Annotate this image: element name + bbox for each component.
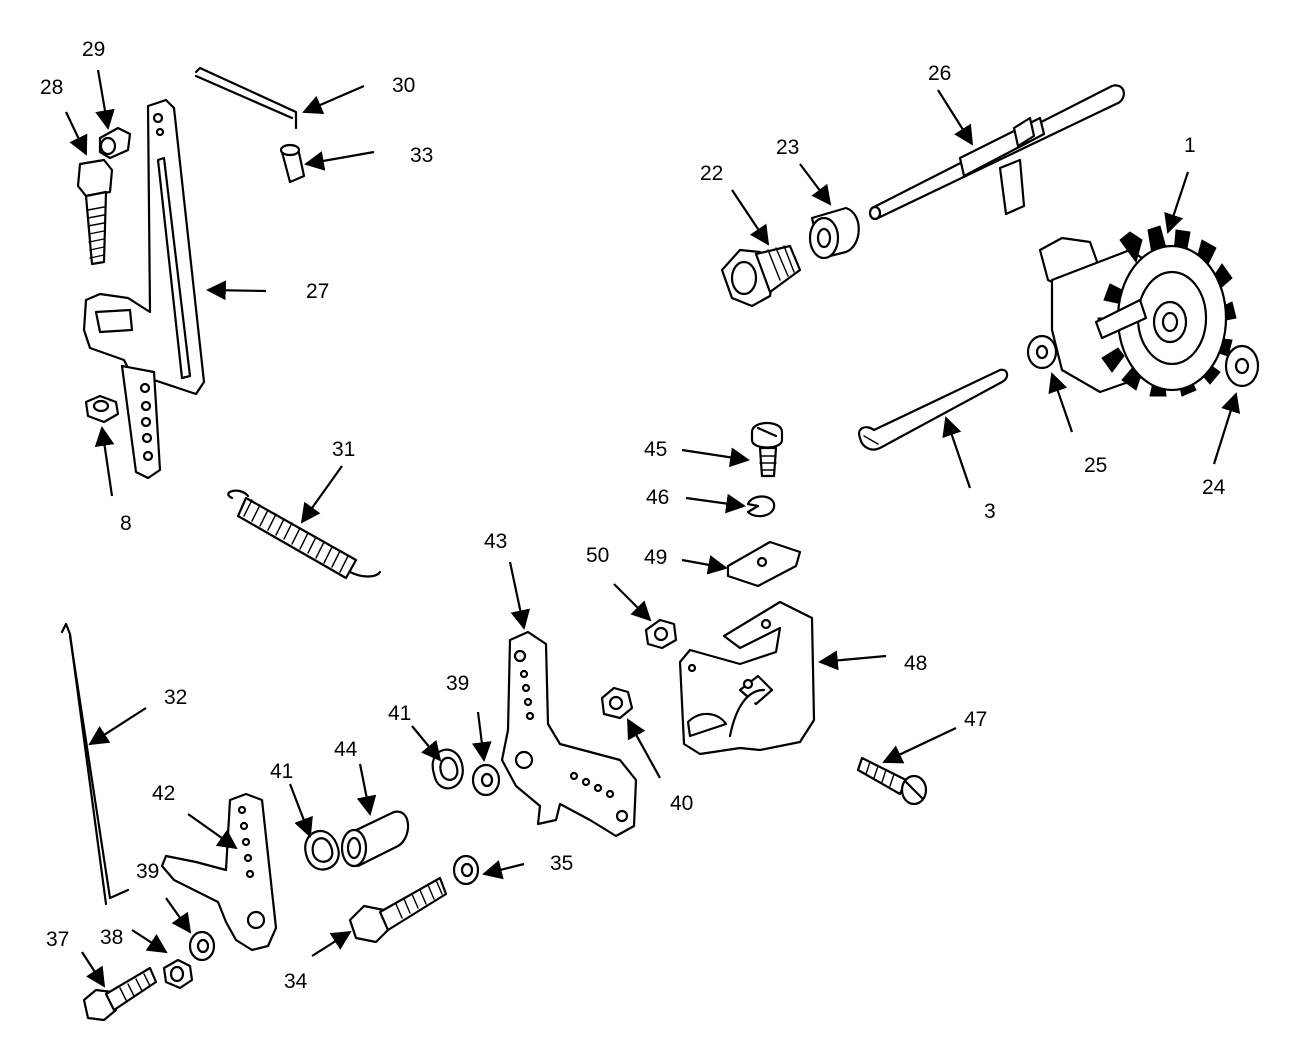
label-part-35: 35 xyxy=(550,852,573,875)
label-part-28: 28 xyxy=(40,76,63,99)
label-part-30: 30 xyxy=(392,74,415,97)
lever-42 xyxy=(160,792,278,952)
rod-32 xyxy=(60,622,130,906)
bushing-44 xyxy=(340,810,410,868)
screw-45 xyxy=(750,421,784,478)
label-part-1: 1 xyxy=(1184,134,1196,157)
bolt-37 xyxy=(82,966,158,1022)
wire-link-30 xyxy=(194,66,298,130)
clip-41-left xyxy=(304,830,340,871)
spring-31 xyxy=(227,489,382,580)
label-part-32: 32 xyxy=(164,686,187,709)
label-part-26: 26 xyxy=(928,62,951,85)
label-part-33: 33 xyxy=(410,144,433,167)
label-part-48: 48 xyxy=(904,652,927,675)
swivel-33 xyxy=(279,143,306,184)
label-part-39-right: 39 xyxy=(446,672,469,695)
label-part-34: 34 xyxy=(284,970,308,993)
bushing-23 xyxy=(808,206,860,260)
label-part-24: 24 xyxy=(1202,476,1226,499)
label-part-40: 40 xyxy=(670,792,693,815)
screw-47 xyxy=(856,756,928,806)
label-part-43: 43 xyxy=(484,530,507,553)
label-part-45: 45 xyxy=(644,438,667,461)
lever-27 xyxy=(82,98,206,480)
label-part-23: 23 xyxy=(776,136,799,159)
nut-8 xyxy=(84,394,120,424)
label-part-22: 22 xyxy=(700,162,723,185)
washer-35 xyxy=(452,854,480,886)
bolt-34 xyxy=(348,876,448,944)
label-part-46: 46 xyxy=(646,486,669,509)
bracket-48 xyxy=(678,600,816,756)
e-ring-46 xyxy=(746,495,776,518)
label-part-41-right: 41 xyxy=(388,702,411,725)
label-part-3: 3 xyxy=(984,500,996,523)
label-part-25: 25 xyxy=(1084,454,1107,477)
label-part-50: 50 xyxy=(586,544,609,567)
leader-arrows xyxy=(65,69,1241,988)
label-part-47: 47 xyxy=(964,708,987,731)
label-part-29: 29 xyxy=(82,38,105,61)
label-part-49: 49 xyxy=(644,546,667,569)
bolt-28 xyxy=(76,158,114,266)
label-part-39-left: 39 xyxy=(136,860,159,883)
washer-39-right xyxy=(471,763,501,797)
label-part-38: 38 xyxy=(100,926,123,949)
label-part-44: 44 xyxy=(334,738,358,761)
label-part-42: 42 xyxy=(152,782,175,805)
shaft-26 xyxy=(868,84,1125,221)
washer-24 xyxy=(1224,344,1260,388)
washer-39-left xyxy=(188,930,216,962)
label-part-41-left: 41 xyxy=(270,760,293,783)
nut-50 xyxy=(644,618,678,650)
part-labels: 1 3 8 22 23 24 25 26 27 28 29 30 31 32 3… xyxy=(40,38,1226,993)
nut-40 xyxy=(600,686,634,720)
lever-43 xyxy=(500,630,638,838)
label-part-31: 31 xyxy=(332,438,355,461)
label-part-37: 37 xyxy=(46,928,69,951)
gear-assembly-1 xyxy=(1038,225,1237,397)
plug-22 xyxy=(720,244,802,308)
nut-29 xyxy=(98,126,132,160)
label-part-27: 27 xyxy=(306,280,329,303)
washer-25 xyxy=(1026,334,1058,370)
pin-3 xyxy=(858,368,1009,451)
label-part-8: 8 xyxy=(120,512,132,535)
nut-38 xyxy=(162,958,194,990)
clip-plate-49 xyxy=(726,540,802,588)
